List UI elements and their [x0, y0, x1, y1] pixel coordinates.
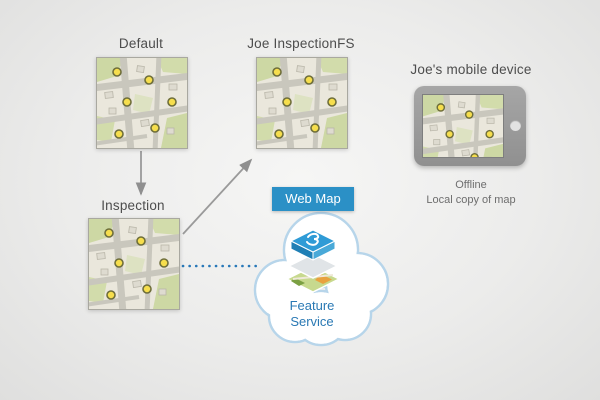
map-illustration [423, 95, 503, 158]
map-illustration [257, 58, 347, 148]
joe-inspectionfs-map-label: Joe InspectionFS [247, 36, 355, 51]
tablet-screen [422, 94, 504, 158]
joe-inspectionfs-map-thumbnail [256, 57, 348, 149]
arrow-inspection-to-joe-inspectionfs [182, 158, 253, 235]
tablet-device [414, 86, 526, 166]
default-map-thumbnail [96, 57, 188, 149]
inspection-map-thumbnail [88, 218, 180, 310]
map-illustration [89, 219, 179, 309]
feature-service-label-line2: Service [290, 314, 334, 329]
mobile-device-label: Joe's mobile device [410, 62, 532, 77]
device-status-text: Offline Local copy of map [406, 178, 536, 208]
feature-service-layers-icon [285, 229, 341, 293]
default-map-label: Default [118, 36, 164, 51]
map-illustration [97, 58, 187, 148]
feature-service-label-line1: Feature [289, 298, 335, 313]
device-status-offline: Offline [455, 179, 487, 191]
tablet-home-button-icon [510, 120, 521, 131]
feature-service-label: Feature Service [262, 298, 362, 330]
web-map-banner: Web Map [272, 187, 354, 211]
device-status-local-copy: Local copy of map [426, 194, 516, 206]
inspection-map-label: Inspection [101, 198, 165, 213]
